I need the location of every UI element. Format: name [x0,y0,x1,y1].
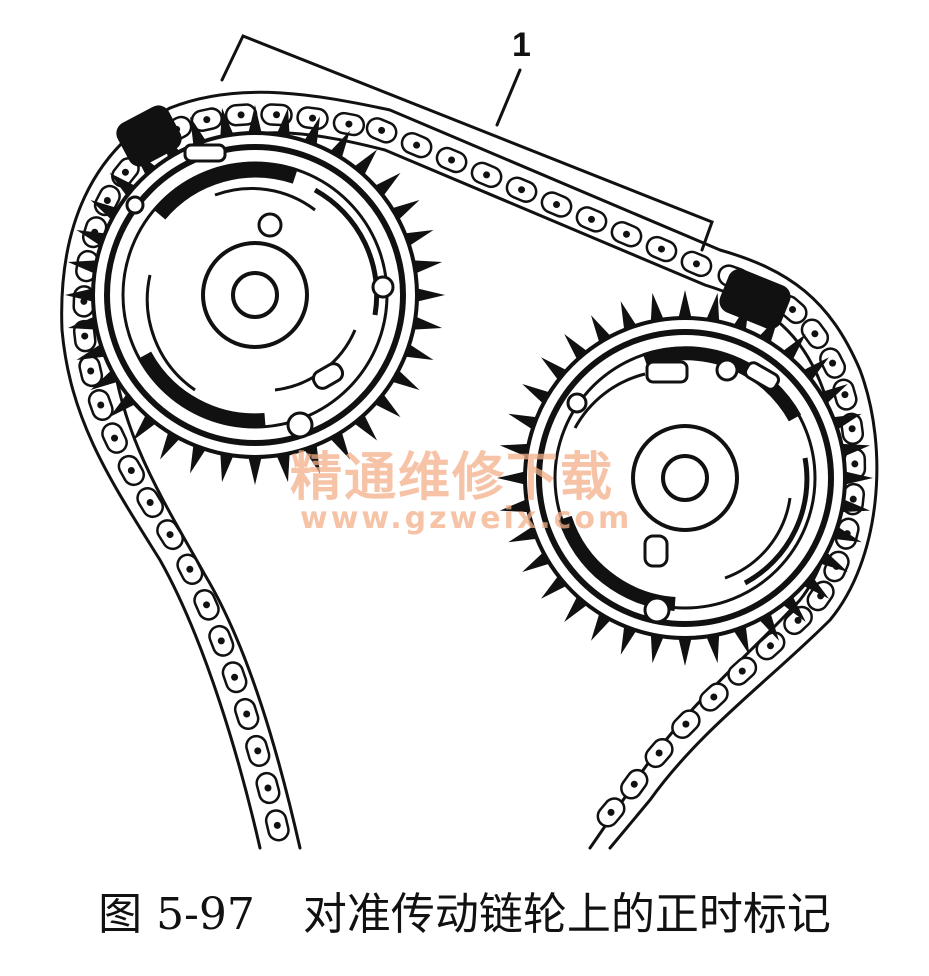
sprocket-tooth [220,107,236,141]
sprocket-tooth [704,630,720,664]
sprocket-tooth [497,470,530,486]
sprocket-tooth [67,260,101,276]
sprocket-tooth [247,105,263,138]
callout-label: 1 [512,26,531,64]
chain-pin [87,367,95,375]
left-camshaft-sprocket [65,105,445,485]
figure-caption: 图 5-97 对准传动链轮上的正时标记 [0,878,929,942]
chain-pin [243,710,251,718]
chain-pin [121,168,129,176]
right-camshaft-sprocket [497,290,873,666]
chain-pin [848,425,856,433]
chain-pin [186,565,194,573]
chain-pin [97,401,105,409]
chain-pin [829,359,837,367]
caption-text: 对准传动链轮上的正时标记 [302,889,831,940]
watermark-url: www.gzweix.com [300,501,632,536]
sprocket-tooth [837,497,871,513]
chain-pin [794,616,802,624]
sprocket-tooth [499,443,533,459]
sprocket-tooth [840,470,873,486]
chain-pin [378,126,386,134]
chain-pin [655,749,663,757]
chain-pin [811,330,819,338]
sprocket-tooth [650,630,666,664]
caption-number: 图 5-97 [98,889,255,940]
chain-pin [103,197,111,205]
chain-pin [111,434,119,442]
chain-pin [588,215,596,223]
sprocket-tooth [499,497,533,513]
chain-pin [682,720,690,728]
chain-pin [518,186,526,194]
sprocket-tooth [704,292,720,326]
sprocket-tooth [274,449,290,483]
chain-pin [789,306,797,314]
chain-pin [345,120,353,128]
chain-pin [738,667,746,675]
chain-pin [710,693,718,701]
timing-mark-left [116,105,182,167]
chain-pin [203,116,211,124]
chain-pin [127,466,135,474]
sprocket-tooth [677,633,693,666]
chain-pin [217,637,225,645]
chain-pin [273,821,281,829]
sprocket-tooth [409,314,443,330]
watermark-text: 精通维修下载 [290,448,614,508]
sprocket-tooth [65,287,98,303]
chain-pin [273,111,281,119]
chain-pin [237,111,245,119]
timing-mark-right [719,268,791,330]
chain-pin [448,156,456,164]
sprocket-tooth [412,287,445,303]
sprocket-tooth [247,452,263,485]
timing-marks [116,105,791,330]
chain-pin [146,499,154,507]
chain-pin [483,171,491,179]
chain-pin [766,642,774,650]
sprocket-tooth [677,290,693,323]
sprocket-tooth [220,449,236,483]
chain-pin [81,332,89,340]
sprocket-tooth [650,292,666,326]
chain-pin [203,601,211,609]
chain-pin [692,260,700,268]
chain-pin [264,784,272,792]
sprocket-tooth [837,443,871,459]
sprocket-tooth [274,107,290,141]
chain-pin [553,201,561,209]
chain-pin [166,531,174,539]
sprocket-tooth [409,260,443,276]
chain-pin [841,391,849,399]
chain-pin [851,460,859,468]
chain-pin [231,673,239,681]
chain-pin [309,114,317,122]
chain-pin [630,780,638,788]
sprocket-tooth [67,314,101,330]
chain-pin [413,141,421,149]
chain-pin [607,808,615,816]
chain-pin [622,230,630,238]
chain-pin [657,245,665,253]
chain-pin [849,495,857,503]
chain-pin [254,747,262,755]
